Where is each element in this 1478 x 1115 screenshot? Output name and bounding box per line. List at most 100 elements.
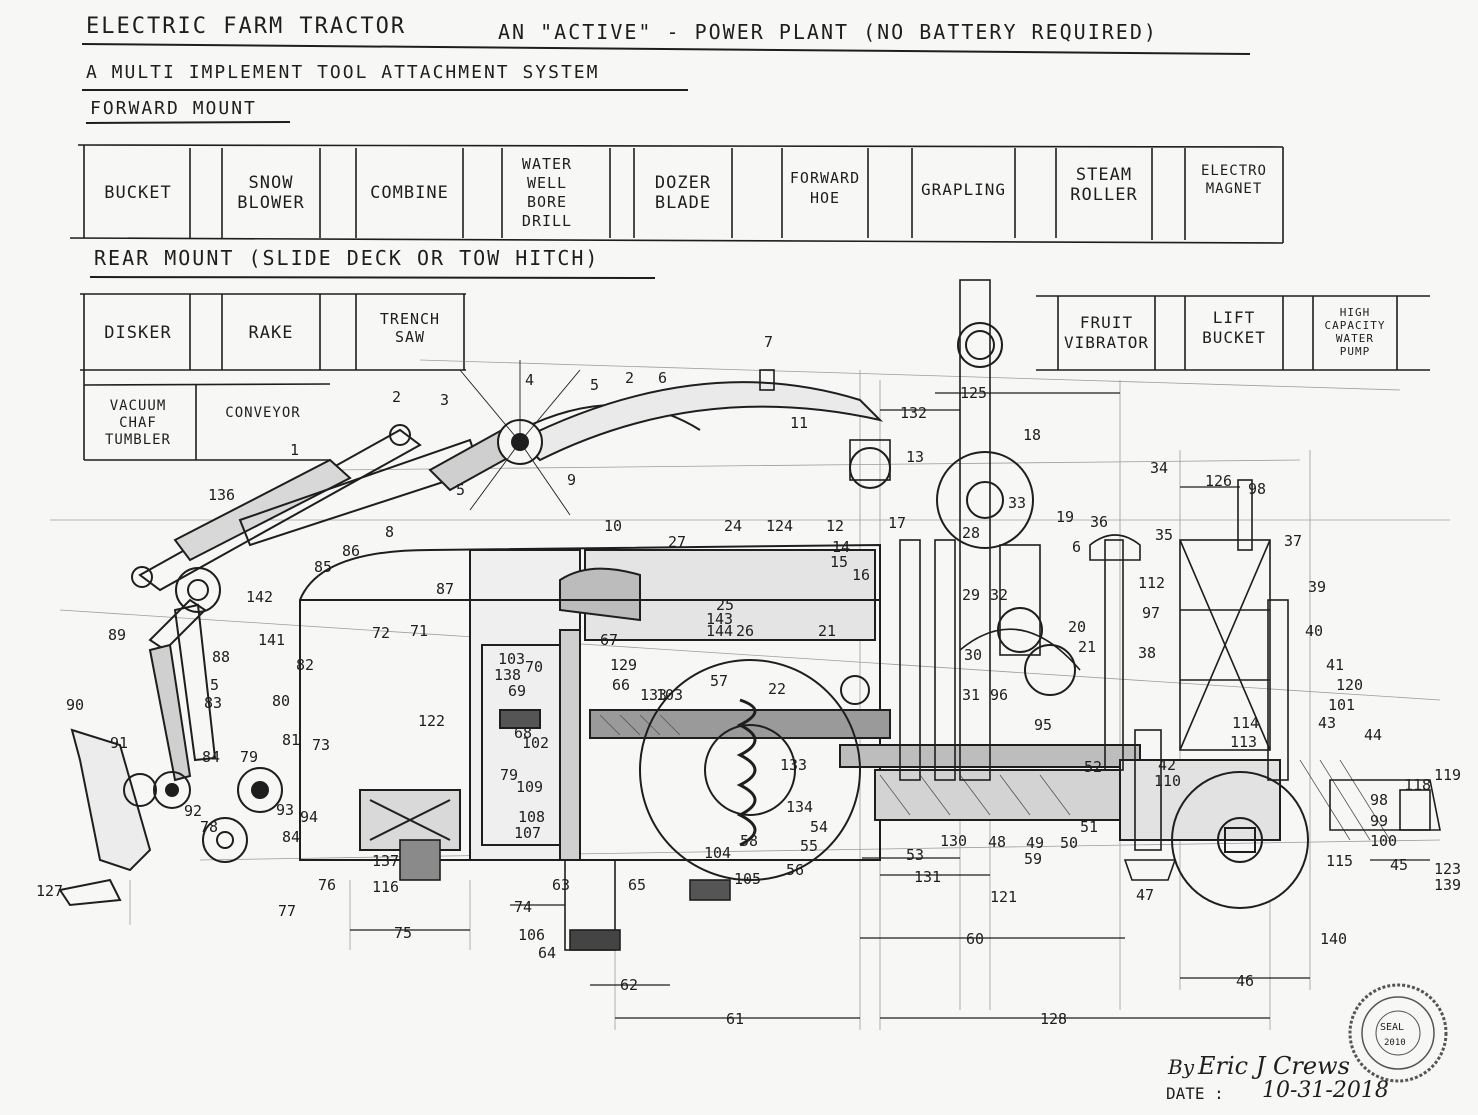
callout-label: 110 bbox=[1154, 772, 1181, 790]
callout-label: 12 bbox=[826, 517, 844, 535]
callout-label: 11 bbox=[790, 414, 808, 432]
callout-label: 82 bbox=[296, 656, 314, 674]
callout-label: 54 bbox=[810, 818, 828, 836]
callout-label: 21 bbox=[1078, 638, 1096, 656]
callout-label: 32 bbox=[990, 586, 1008, 604]
callout-label: 112 bbox=[1138, 574, 1165, 592]
callout-label: 92 bbox=[184, 802, 202, 820]
callout-label: 7 bbox=[764, 333, 773, 351]
header-lines bbox=[81, 43, 1251, 279]
callout-label: 4 bbox=[525, 371, 534, 389]
callout-label: 116 bbox=[372, 878, 399, 896]
callout-label: 8 bbox=[385, 523, 394, 541]
callout-label: 40 bbox=[1305, 622, 1323, 640]
callout-label: 84 bbox=[202, 748, 220, 766]
cell-lift-bucket: LIFT BUCKET bbox=[1202, 308, 1266, 347]
callout-label: 42 bbox=[1158, 756, 1176, 774]
callout-label: 126 bbox=[1205, 472, 1232, 490]
callout-label: 98 bbox=[1370, 791, 1388, 809]
callout-label: 141 bbox=[258, 631, 285, 649]
callout-label: 106 bbox=[518, 926, 545, 944]
callout-label: 136 bbox=[208, 486, 235, 504]
callout-label: 103 bbox=[498, 650, 525, 668]
callout-label: 66 bbox=[612, 676, 630, 694]
callout-label: 124 bbox=[766, 517, 793, 535]
callout-label: 87 bbox=[436, 580, 454, 598]
frames bbox=[399, 279, 1441, 951]
callout-label: 71 bbox=[410, 622, 428, 640]
callout-label: 79 bbox=[500, 766, 518, 784]
callout-label: 51 bbox=[1080, 818, 1098, 836]
callout-label: 20 bbox=[1068, 618, 1086, 636]
callout-label: 138 bbox=[494, 666, 521, 684]
callout-label: 86 bbox=[342, 542, 360, 560]
title-rear-mount: REAR MOUNT (SLIDE DECK OR TOW HITCH) bbox=[94, 246, 600, 270]
callout-label: 85 bbox=[314, 558, 332, 576]
callout-label: 78 bbox=[200, 818, 218, 836]
callout-label: 26 bbox=[736, 622, 754, 640]
cell-snow-blower: SNOW BLOWER bbox=[237, 173, 305, 213]
callout-label: 25 bbox=[716, 596, 734, 614]
cell-vacuum-chaf-tumbler: VACUUM CHAF TUMBLER bbox=[104, 397, 171, 448]
callout-label: 97 bbox=[1142, 604, 1160, 622]
rear-mount-table bbox=[80, 293, 1430, 461]
callout-label: 57 bbox=[710, 672, 728, 690]
callout-label: 1 bbox=[290, 441, 299, 459]
callout-label: 130 bbox=[940, 832, 967, 850]
callout-label: 39 bbox=[1308, 578, 1326, 596]
callout-label: 72 bbox=[372, 624, 390, 642]
callout-label: 60 bbox=[966, 930, 984, 948]
callout-label: 119 bbox=[1434, 766, 1461, 784]
cell-disker: DISKER bbox=[104, 323, 172, 343]
boom-arm bbox=[131, 381, 884, 782]
callout-label: 94 bbox=[300, 808, 318, 826]
callout-label: 134 bbox=[786, 798, 813, 816]
callout-label: 131 bbox=[914, 868, 941, 886]
callout-label: 38 bbox=[1138, 644, 1156, 662]
hatched-sections bbox=[599, 714, 1391, 841]
callout-label: 47 bbox=[1136, 886, 1154, 904]
callout-label: 98 bbox=[1248, 480, 1266, 498]
callout-label: 31 bbox=[962, 686, 980, 704]
callout-label: 118 bbox=[1404, 776, 1431, 794]
callout-label: 120 bbox=[1336, 676, 1363, 694]
callout-label: 113 bbox=[1230, 733, 1257, 751]
callout-label: 101 bbox=[1328, 696, 1355, 714]
callout-label: 123 bbox=[1434, 860, 1461, 878]
corporate-seal: SEAL 2010 bbox=[1348, 983, 1448, 1083]
callout-label: 70 bbox=[525, 658, 543, 676]
callout-label: 44 bbox=[1364, 726, 1382, 744]
callout-label: 83 bbox=[204, 694, 222, 712]
callout-label: 24 bbox=[724, 517, 742, 535]
callout-label: 107 bbox=[514, 824, 541, 842]
callout-label: 56 bbox=[786, 861, 804, 879]
callout-label: 5 bbox=[590, 376, 599, 394]
callout-label: 137 bbox=[372, 852, 399, 870]
callout-label: 100 bbox=[1370, 832, 1397, 850]
callout-label: 142 bbox=[246, 588, 273, 606]
callout-label: 69 bbox=[508, 682, 526, 700]
cell-fruit-vibrator: FRUIT VIBRATOR bbox=[1063, 313, 1150, 352]
callout-label: 125 bbox=[960, 384, 987, 402]
callout-label: 15 bbox=[830, 553, 848, 571]
callout-label: 17 bbox=[888, 514, 906, 532]
callout-label: 122 bbox=[418, 712, 445, 730]
callout-label: 48 bbox=[988, 833, 1006, 851]
callout-label: 3 bbox=[440, 391, 449, 409]
callout-label: 76 bbox=[318, 876, 336, 894]
signature-date-label: DATE : bbox=[1166, 1084, 1224, 1103]
cell-combine: COMBINE bbox=[370, 183, 449, 203]
callout-label: 139 bbox=[1434, 876, 1461, 894]
callout-label: 108 bbox=[518, 808, 545, 826]
callout-label: 105 bbox=[734, 870, 761, 888]
callout-label: 99 bbox=[1370, 812, 1388, 830]
callout-label: 14 bbox=[832, 538, 850, 556]
callout-label: 6 bbox=[658, 369, 667, 387]
callout-label: 10 bbox=[604, 517, 622, 535]
cell-trench-saw: TRENCH SAW bbox=[379, 310, 441, 346]
callout-label: 5 bbox=[456, 481, 465, 499]
callout-label: 128 bbox=[1040, 1010, 1067, 1028]
callout-label: 35 bbox=[1155, 526, 1173, 544]
cell-steam-roller: STEAM ROLLER bbox=[1070, 165, 1138, 205]
callout-label: 127 bbox=[36, 882, 63, 900]
